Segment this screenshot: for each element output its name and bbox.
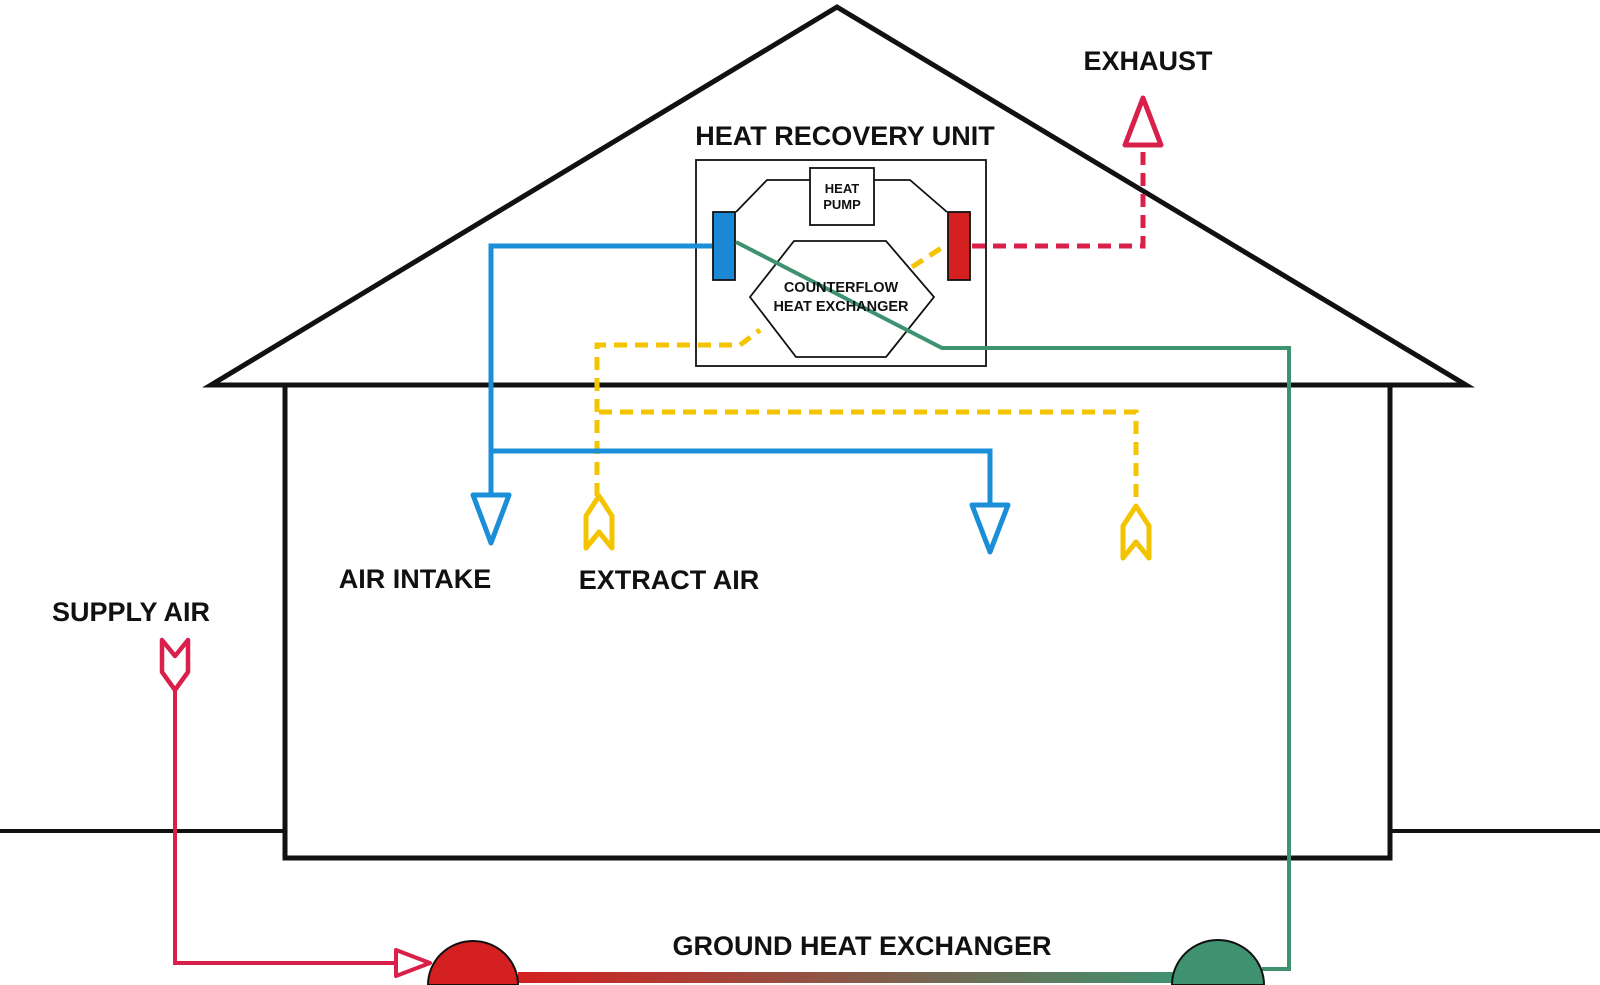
heat-pump-label-line2: PUMP (823, 197, 861, 212)
heat-pump-label-line1: HEAT (825, 181, 859, 196)
ground-heat-exchanger-label: GROUND HEAT EXCHANGER (672, 931, 1051, 961)
extract-air-duct-branch (599, 409, 1139, 503)
heat-pump-connector-right (874, 179, 948, 213)
ground-loop-duct (735, 240, 1291, 971)
heat-pump-connector-left (735, 179, 810, 213)
air-intake-label: AIR INTAKE (339, 564, 492, 594)
house-roof (202, 4, 1476, 388)
supply-air-duct (173, 688, 396, 965)
air-intake-arrow-down-icon (470, 492, 512, 546)
hot-side-block (947, 211, 971, 281)
counterflow-label-line2: HEAT EXCHANGER (773, 299, 909, 315)
heat-pump-box (809, 167, 875, 226)
extract-air-label: EXTRACT AIR (579, 565, 760, 595)
ground-red-dome (426, 940, 520, 985)
heat-recovery-unit-box (695, 159, 987, 367)
supply-air-chevron-down-icon (159, 637, 191, 693)
supply-air-label: SUPPLY AIR (52, 597, 210, 627)
counterflow-label-line1: COUNTERFLOW (784, 280, 899, 296)
exhaust-arrow-up-icon (1122, 95, 1164, 148)
extract-air-paths (594, 242, 1139, 503)
ground-green-dome (1170, 939, 1266, 985)
air-intake-duct-main (488, 243, 712, 496)
supply-air-arrow-right-icon (394, 948, 432, 978)
exhaust-label: EXHAUST (1083, 46, 1213, 76)
extract-air-to-hot-block (910, 242, 948, 270)
cold-side-block (712, 211, 736, 281)
extract-air-chevron-up-icon-2 (1120, 503, 1152, 561)
air-intake-paths (488, 243, 993, 506)
extract-air-chevron-up-icon (583, 493, 615, 551)
exhaust-duct (972, 145, 1146, 249)
counterflow-heat-exchanger-hexagon (748, 240, 936, 358)
heat-recovery-unit-label: HEAT RECOVERY UNIT (695, 121, 995, 151)
heat-recovery-unit (695, 159, 987, 367)
air-intake-duct-branch (491, 448, 993, 506)
ground-heat-exchanger-pipe (518, 972, 1178, 983)
air-intake-arrow-down-icon-2 (969, 502, 1011, 555)
house-walls (282, 385, 1393, 861)
extract-air-duct-main (594, 328, 762, 496)
ground-heat-exchanger (426, 939, 1266, 985)
house-structure (0, 4, 1600, 861)
